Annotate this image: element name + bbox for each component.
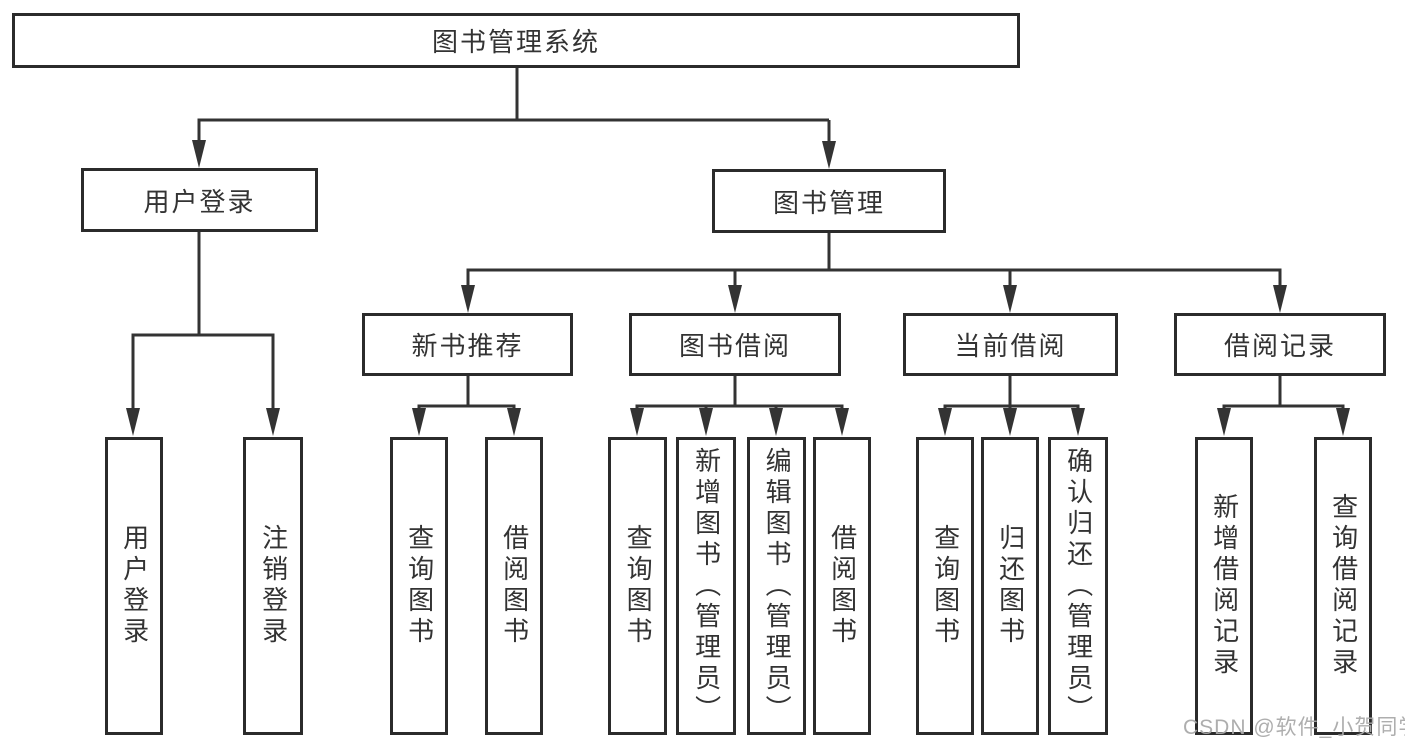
- node-user-login-label: 用户登录: [143, 186, 256, 217]
- node-root-label: 图书管理系统: [431, 27, 600, 57]
- leaf-current-confirm-return-admin-label: 确认归还（管理员）: [1063, 446, 1094, 726]
- node-user-login: 用户登录: [81, 168, 318, 232]
- watermark: CSDN @软件_小贺同学: [1183, 716, 1405, 739]
- leaf-user-login: 用户登录: [105, 437, 163, 735]
- node-new-book-recommend: 新书推荐: [362, 313, 573, 376]
- node-book-management-label: 图书管理: [772, 187, 885, 218]
- leaf-logout: 注销登录: [243, 437, 303, 735]
- leaf-recommend-query-book: 查询图书: [390, 437, 448, 735]
- leaf-recommend-borrow-book-label: 借阅图书: [499, 524, 530, 648]
- leaf-current-confirm-return-admin: 确认归还（管理员）: [1048, 437, 1108, 735]
- node-book-borrow-label: 图书借阅: [678, 331, 791, 361]
- leaf-current-query-book: 查询图书: [916, 437, 974, 735]
- leaf-current-return-book-label: 归还图书: [995, 524, 1026, 648]
- leaf-records-query-record-label: 查询借阅记录: [1328, 493, 1359, 679]
- leaf-user-login-label: 用户登录: [119, 524, 150, 648]
- connector-book-borrow-branch: [635, 376, 844, 411]
- leaf-borrow-query-book: 查询图书: [608, 437, 667, 735]
- connector-current-borrow-branch: [943, 376, 1080, 411]
- leaf-recommend-borrow-book: 借阅图书: [485, 437, 543, 735]
- node-current-borrow: 当前借阅: [903, 313, 1118, 376]
- node-borrow-records-label: 借阅记录: [1223, 331, 1336, 361]
- node-borrow-records: 借阅记录: [1174, 313, 1386, 376]
- connector-borrow-records-branch: [1222, 376, 1345, 411]
- arrowheads: [126, 140, 1350, 436]
- leaf-borrow-borrow-book-label: 借阅图书: [827, 524, 858, 648]
- leaf-borrow-borrow-book: 借阅图书: [813, 437, 871, 735]
- node-book-borrow: 图书借阅: [629, 313, 841, 376]
- node-book-management: 图书管理: [712, 169, 946, 233]
- leaf-current-return-book: 归还图书: [981, 437, 1039, 735]
- leaf-records-add-record: 新增借阅记录: [1195, 437, 1253, 735]
- node-root: 图书管理系统: [12, 13, 1020, 68]
- connector-new-book-branch: [417, 376, 516, 411]
- leaf-records-query-record: 查询借阅记录: [1314, 437, 1372, 735]
- node-current-borrow-label: 当前借阅: [954, 331, 1067, 361]
- leaf-recommend-query-book-label: 查询图书: [404, 524, 435, 648]
- connector-root-branch: [197, 68, 831, 143]
- leaf-borrow-add-book-admin-label: 新增图书（管理员）: [691, 446, 722, 726]
- connector-user-login-branch: [131, 232, 275, 410]
- connector-book-management-branch: [466, 233, 1282, 287]
- leaf-records-add-record-label: 新增借阅记录: [1209, 493, 1240, 679]
- leaf-borrow-add-book-admin: 新增图书（管理员）: [676, 437, 736, 735]
- leaf-borrow-edit-book-admin-label: 编辑图书（管理员）: [762, 446, 793, 726]
- leaf-borrow-query-book-label: 查询图书: [623, 524, 654, 648]
- leaf-current-query-book-label: 查询图书: [930, 524, 961, 648]
- leaf-borrow-edit-book-admin: 编辑图书（管理员）: [747, 437, 806, 735]
- leaf-logout-label: 注销登录: [258, 524, 289, 648]
- node-new-book-recommend-label: 新书推荐: [411, 331, 524, 361]
